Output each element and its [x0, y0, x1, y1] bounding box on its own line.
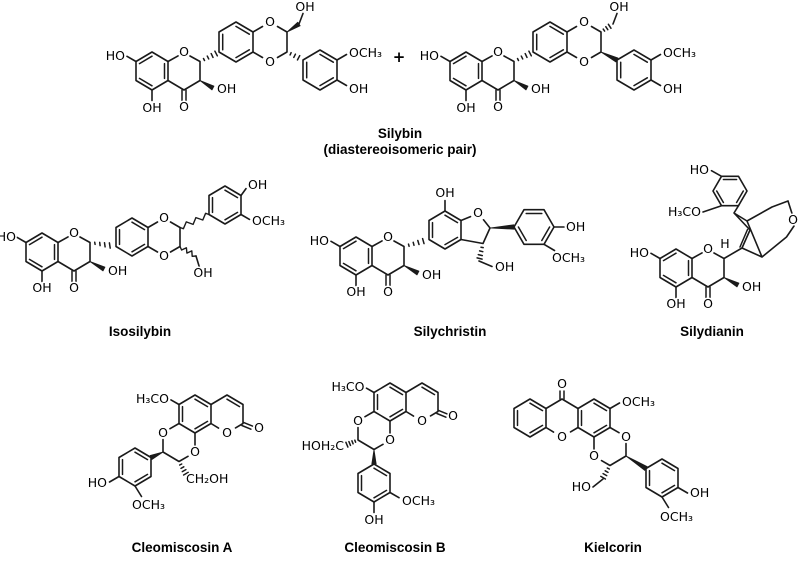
atom-label-oh: OH	[666, 296, 685, 311]
atom-label-och3: OCH₃	[552, 250, 585, 265]
atom-label-ho: HO	[572, 479, 591, 494]
atom-label-oh: OH	[295, 0, 314, 14]
atom-label-och3: OCH₃	[660, 509, 693, 524]
atom-label-ho: HO	[88, 475, 107, 490]
atom-label-ho: HO	[310, 233, 329, 248]
atom-label-ho: HO	[420, 48, 439, 63]
atom-label-och3: OCH₃	[663, 45, 696, 60]
atom-label-o-dioxane: O	[579, 14, 589, 29]
atom-label-oh: OH	[248, 177, 267, 192]
atom-label-oh: OH	[495, 259, 514, 274]
bond-skeleton-cleomiscosin-b	[345, 382, 449, 514]
atom-label-oh: OH	[32, 280, 51, 295]
atom-label-och3: OCH₃	[132, 497, 165, 512]
atom-label-ch2oh: CH₂OH	[186, 471, 228, 486]
structure-silydianin: HO H₃CO HO O H OH OH O O	[628, 161, 799, 313]
atom-label-o-dioxane: O	[579, 54, 589, 69]
plus-operator: +	[393, 48, 406, 66]
atom-label-o-dioxane: O	[589, 448, 599, 463]
atom-label-oh: OH	[456, 100, 475, 115]
atom-label-h3co: H₃CO	[668, 204, 701, 219]
atom-label-h: H	[720, 236, 729, 251]
atom-label-o-dioxane: O	[621, 429, 631, 444]
atom-label-o-carbonyl: O	[448, 408, 458, 423]
atom-label-o-carbonyl: O	[69, 280, 79, 295]
atom-label-oh: OH	[193, 265, 212, 280]
atom-label-o-dioxane: O	[353, 413, 363, 428]
structure-cleomiscosin-b: H₃CO O O O O HOH₂C OCH₃ OH	[300, 378, 459, 529]
atom-label-o-carbonyl: O	[179, 99, 189, 114]
atom-label-oh: OH	[349, 81, 368, 96]
atom-label-o-dioxane: O	[385, 432, 395, 447]
bond-skeleton-silybin-2	[440, 12, 662, 102]
bond-skeleton-cleomiscosin-a	[108, 394, 254, 498]
atom-label-o-carbonyl: O	[254, 420, 264, 435]
atom-label-ho: HO	[106, 48, 125, 63]
structure-silybin-2: HO O OH O OH O O OH OCH₃ OH	[418, 0, 697, 117]
atom-label-ho: HO	[630, 245, 649, 260]
atom-label-o-ring: O	[383, 229, 393, 244]
atom-label-o-carbonyl: O	[493, 99, 503, 114]
atom-label-oh: OH	[142, 100, 161, 115]
structure-kielcorin: O O OCH₃ O O HO OH OCH₃	[513, 375, 711, 526]
molecule-name-silydianin: Silydianin	[680, 324, 744, 339]
atom-label-och3: OCH₃	[402, 493, 435, 508]
atom-label-och3: OCH₃	[252, 213, 285, 228]
atom-label-oh: OH	[742, 279, 761, 294]
atom-label-oh: OH	[364, 512, 383, 527]
atom-label-oh: OH	[217, 81, 236, 96]
atom-label-oh: OH	[435, 185, 454, 200]
atom-label-ho: HO	[690, 162, 709, 177]
bond-skeleton-silybin-1	[126, 12, 348, 102]
atom-label-o-furan: O	[473, 205, 483, 220]
molecule-name-silychristin: Silychristin	[414, 324, 487, 339]
atom-label-oh: OH	[108, 263, 127, 278]
atom-label-oh: OH	[346, 284, 365, 299]
atom-label-o-carbonyl: O	[703, 296, 713, 311]
structure-silybin-1: HO O OH O OH O O OH OCH₃ OH	[104, 0, 383, 117]
atom-label-oh: OH	[531, 81, 550, 96]
structure-cleomiscosin-a: H₃CO O O O O CH₂OH HO OCH₃	[86, 390, 265, 514]
atom-label-o-dioxane: O	[159, 248, 169, 263]
atom-label-o-lactone: O	[222, 425, 232, 440]
atom-label-h3co: H₃CO	[136, 391, 169, 406]
atom-label-h3co: H₃CO	[332, 379, 365, 394]
atom-label-oh: OH	[663, 81, 682, 96]
molecule-name-silybin: Silybin	[378, 126, 422, 141]
molecule-name-kielcorin: Kielcorin	[584, 540, 642, 555]
molecule-name-cleomiscosin-a: Cleomiscosin A	[132, 540, 233, 555]
atom-label-o-xanthene: O	[557, 429, 567, 444]
atom-label-oh: OH	[422, 267, 441, 282]
atom-label-o-bridge: O	[788, 212, 798, 227]
structure-silychristin: HO O OH O OH OH O OH OH OCH₃	[308, 184, 587, 301]
atom-label-o-dioxane: O	[158, 425, 168, 440]
molecule-name-isosilybin: Isosilybin	[109, 324, 171, 339]
atom-label-o-ring: O	[179, 44, 189, 59]
atom-label-oh: OH	[609, 0, 628, 14]
atom-label-oh: OH	[566, 219, 585, 234]
molecule-name-cleomiscosin-b: Cleomiscosin B	[344, 540, 446, 555]
atom-label-o-dioxane: O	[190, 444, 200, 459]
bond-skeleton-kielcorin	[513, 390, 689, 509]
atom-label-ho: HO	[0, 229, 16, 244]
molecule-subtitle-silybin: (diastereoisomeric pair)	[323, 142, 476, 157]
atom-label-o-dioxane: O	[159, 210, 169, 225]
atom-label-oh: OH	[690, 485, 709, 500]
structure-isosilybin: HO O OH O OH O O OH OCH₃ OH	[0, 176, 286, 297]
atom-label-o-dioxane: O	[265, 54, 275, 69]
atom-label-o-ring: O	[69, 225, 79, 240]
atom-label-o-dioxane: O	[265, 14, 275, 29]
atom-label-och3: OCH₃	[622, 394, 655, 409]
bond-skeleton-silydianin	[650, 169, 795, 299]
bond-skeleton-isosilybin	[16, 185, 251, 283]
atom-label-o-carbonyl: O	[383, 284, 393, 299]
bond-skeleton-silychristin	[330, 199, 565, 287]
atom-label-o-ring: O	[493, 44, 503, 59]
atom-label-hoh2c: HOH₂C	[302, 438, 345, 453]
atom-label-o-carbonyl: O	[557, 376, 567, 391]
atom-label-o-lactone: O	[417, 413, 427, 428]
atom-label-och3: OCH₃	[349, 45, 382, 60]
atom-label-o-ring: O	[703, 241, 713, 256]
